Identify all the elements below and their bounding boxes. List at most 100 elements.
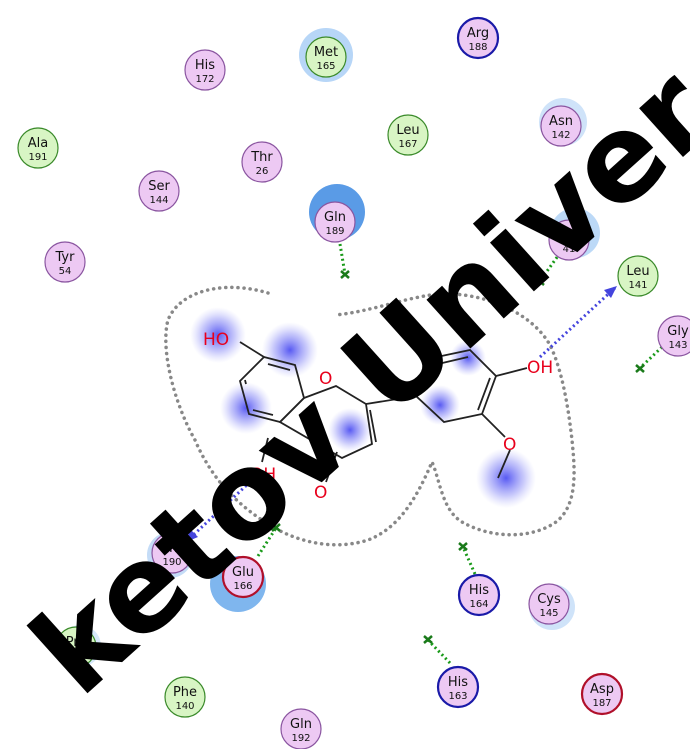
residue-name: Cys — [537, 592, 561, 607]
residue-number: 167 — [398, 139, 417, 150]
vdw-markers — [271, 270, 645, 644]
residue-number: 142 — [551, 130, 570, 141]
marker-gln189 — [340, 270, 350, 279]
residue-number: 168 — [66, 651, 85, 662]
vdw-gln189 — [338, 243, 347, 275]
bond-methoxy-2 — [497, 449, 511, 479]
residue-name: Arg — [467, 26, 489, 41]
blob-6 — [420, 385, 460, 425]
residue-name: Gly — [667, 324, 689, 339]
residue-name: Pro — [66, 635, 87, 650]
residue-number: 172 — [195, 74, 214, 85]
ligand-structure — [238, 341, 528, 483]
blob-4 — [328, 408, 372, 452]
vdw-gly143 — [638, 345, 664, 370]
atom-oh-right: OH — [527, 358, 553, 378]
residue-name: Met — [314, 45, 338, 60]
residue-circle — [17, 127, 59, 169]
residue-number: 165 — [316, 61, 335, 72]
residue-number: 163 — [448, 691, 467, 702]
residue-circle — [221, 555, 265, 599]
atom-labels: HO O OH O OH O — [203, 330, 553, 503]
residue-circle — [241, 141, 283, 183]
bond-carbonyl-2 — [319, 454, 332, 481]
blob-7 — [476, 448, 536, 508]
residue-name: Leu — [396, 123, 419, 138]
residue-circle — [617, 255, 659, 297]
residue-number: 144 — [149, 195, 168, 206]
residue-circle — [55, 626, 97, 668]
ligand-exposure-blobs — [190, 307, 536, 508]
residue-name: Tyr — [55, 250, 76, 265]
ring-a-double — [244, 363, 291, 416]
pocket-outline — [164, 285, 576, 547]
residue-number: 54 — [59, 266, 72, 277]
residue-number: 140 — [175, 701, 194, 712]
blob-5 — [450, 340, 486, 376]
residue-name: Ala — [28, 136, 48, 151]
residue-name: Glu — [232, 565, 254, 580]
marker-glu166 — [271, 523, 281, 532]
residue-name: Thr — [250, 150, 273, 165]
hbond-arrow-leu141 — [604, 286, 617, 298]
residue-circle — [456, 16, 500, 60]
residue-circle — [528, 583, 570, 625]
marker-his163 — [423, 635, 433, 644]
residue-number: 189 — [325, 226, 344, 237]
residue-number: 41 — [563, 244, 576, 255]
residue-circle — [548, 219, 590, 261]
hbond-arrow-thr190 — [186, 529, 198, 542]
atom-carbonyl-oxygen: O — [314, 483, 327, 503]
residue-number: 191 — [28, 152, 47, 163]
ring-b-double — [437, 356, 491, 411]
interaction-lines — [186, 243, 664, 665]
residue-number: 143 — [668, 340, 687, 351]
atom-ring-oxygen: O — [319, 369, 332, 389]
marker-gly143 — [635, 364, 645, 373]
residue-name: Gln — [324, 210, 346, 225]
residue-circle — [387, 114, 429, 156]
residue-name: Leu — [626, 264, 649, 279]
hbond-oh-thr190 — [186, 480, 252, 542]
atom-ho-top-left: HO — [203, 330, 229, 350]
residue-circle — [540, 105, 582, 147]
residue-name: His — [559, 228, 579, 243]
residue-circle — [151, 532, 193, 574]
residue-number: 141 — [628, 280, 647, 291]
residue-name: Asn — [549, 114, 573, 129]
blob-3 — [220, 382, 272, 434]
residue-circle — [184, 49, 226, 91]
residue-circle — [44, 241, 86, 283]
residue-number: 166 — [233, 581, 252, 592]
atom-oh-bottom: OH — [250, 465, 276, 485]
atom-methoxy-oxygen: O — [503, 435, 516, 455]
blob-2 — [262, 322, 318, 378]
bond-link — [365, 395, 417, 405]
ring-c-double — [369, 409, 377, 443]
residue-number: 145 — [539, 608, 558, 619]
residue-circle — [457, 573, 501, 617]
residue-circle — [305, 36, 347, 78]
residue-circle — [314, 201, 356, 243]
residue-number: 26 — [256, 166, 269, 177]
residue-circle — [164, 676, 206, 718]
residue-name: His — [469, 583, 489, 598]
residue-circle — [138, 170, 180, 212]
residue-name: Phe — [173, 685, 197, 700]
residue-number: 187 — [592, 698, 611, 709]
residue-number: 192 — [291, 733, 310, 744]
